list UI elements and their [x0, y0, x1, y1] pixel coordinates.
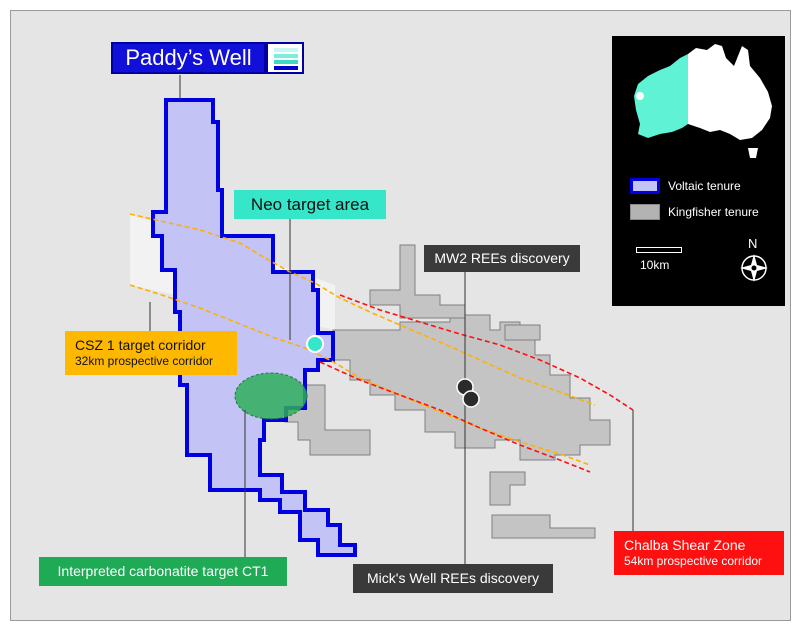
csz-corridor-lines	[129, 213, 596, 466]
csz-line-north	[129, 213, 596, 406]
north-label: N	[748, 236, 758, 251]
chalba-shear-line-south	[319, 361, 591, 473]
neo-target-label: Neo target area	[234, 190, 386, 219]
csz-label-line2: 32km prospective corridor	[75, 354, 214, 368]
voltaic-logo	[266, 42, 304, 74]
kingfisher-parcel-south2	[491, 514, 596, 539]
voltaic-tenure	[151, 98, 357, 557]
logo-bar-1	[274, 48, 298, 52]
inset-location-dot	[636, 92, 644, 100]
carbonatite-target-ellipse	[234, 372, 308, 420]
legend-svg	[634, 44, 772, 282]
scale-bar	[636, 247, 682, 253]
logo-bar-3	[274, 60, 298, 64]
leader-lines	[149, 75, 634, 564]
legend-label-voltaic: Voltaic tenure	[668, 179, 741, 193]
australia-inset-wa	[634, 54, 688, 138]
chalba-shear-line	[339, 294, 634, 411]
legend-swatch-kingfisher	[630, 204, 660, 220]
neo-target-point	[306, 335, 324, 353]
kingfisher-parcel-strip	[504, 324, 541, 341]
mw2-discovery-label: MW2 REEs discovery	[424, 245, 580, 272]
csz-line-south	[129, 284, 591, 466]
tasmania-inset	[748, 148, 758, 158]
chalba-label-line2: 54km prospective corridor	[624, 554, 763, 568]
chalba-label-line1: Chalba Shear Zone	[624, 537, 746, 553]
map-title: Paddy’s Well	[111, 42, 266, 74]
australia-inset-east	[688, 44, 772, 140]
scale-label: 10km	[640, 258, 670, 272]
legend-label-kingfisher: Kingfisher tenure	[668, 205, 759, 219]
kingfisher-parcel-south1	[489, 471, 526, 506]
micks-well-label: Mick's Well REEs discovery	[353, 564, 553, 593]
micks-well-discovery-point	[462, 390, 480, 408]
legend-swatch-voltaic	[630, 178, 660, 194]
chalba-shear-label: Chalba Shear Zone 54km prospective corri…	[614, 531, 784, 575]
logo-bar-2	[274, 54, 298, 58]
logo-bar-4	[274, 66, 298, 70]
csz-label-line1: CSZ 1 target corridor	[75, 337, 206, 353]
csz-corridor-label: CSZ 1 target corridor 32km prospective c…	[65, 331, 237, 375]
carbonatite-target-label: Interpreted carbonatite target CT1	[39, 557, 287, 586]
kingfisher-parcel-north	[369, 244, 466, 319]
legend-panel: Voltaic tenure Kingfisher tenure 10km N	[612, 36, 785, 306]
compass-icon	[740, 254, 768, 282]
